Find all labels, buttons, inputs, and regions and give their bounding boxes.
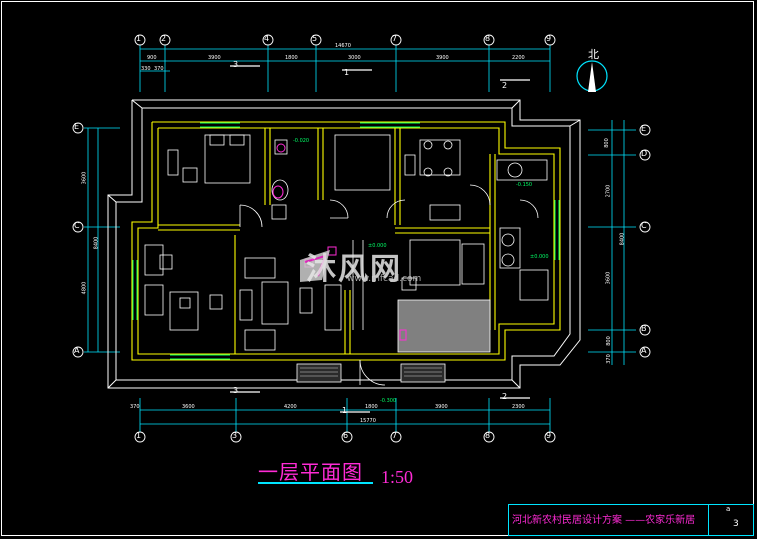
drawing-scale: 1:50 <box>381 467 414 487</box>
watermark-text: 沐风网 <box>306 252 402 287</box>
section-marks <box>230 65 530 413</box>
planter-hatch <box>300 367 442 377</box>
section-label-bottom-1: 3 <box>233 386 239 395</box>
elevation-5: -0.300 <box>380 398 397 404</box>
stair-hatch-area <box>397 299 491 353</box>
elevation-2: ±0.000 <box>368 243 387 249</box>
elevation-4: ±0.000 <box>530 254 549 260</box>
roof-eave-outline <box>107 99 581 389</box>
top-dimension-lines <box>139 45 551 92</box>
axis-left-A: A <box>74 346 80 355</box>
elevation-3: -0.150 <box>516 182 533 188</box>
title-block-project-name: 河北新农村民居设计方案 ——农家乐新居 <box>512 515 696 526</box>
dim-top-small-1: 330 <box>141 66 151 72</box>
section-label-top-3: 2 <box>502 81 508 90</box>
dim-left-seg-1: 3600 <box>81 171 88 185</box>
north-label: 北 <box>588 48 599 61</box>
axis-top-4: 5 <box>312 34 318 43</box>
axis-top-6: 8 <box>485 34 491 43</box>
title-block-sheet-mark: a <box>726 505 731 513</box>
dim-left-seg-2: 4800 <box>81 281 88 295</box>
axis-bottom-4: 7 <box>392 431 398 440</box>
drawing-title: 一层平面图 <box>258 460 363 484</box>
dim-left-total: 8400 <box>93 236 100 250</box>
bottom-dimension-lines <box>139 398 551 432</box>
axis-bubbles-top <box>134 34 556 46</box>
dim-bottom-total: 15770 <box>360 418 376 424</box>
axis-bottom-2: 3 <box>232 431 238 440</box>
dim-right-total: 8400 <box>619 232 626 246</box>
dim-right-seg-1: 800 <box>603 138 610 148</box>
axis-top-5: 7 <box>392 34 398 43</box>
side-dimension-lines <box>84 120 636 365</box>
axis-top-3: 4 <box>264 34 270 43</box>
watermark-subtext: www.mfcad.com <box>347 274 422 284</box>
dim-bottom-seg-5: 3900 <box>435 404 448 410</box>
axis-right-D: D <box>641 149 648 158</box>
dim-right-seg-4: 800 <box>605 336 612 346</box>
axis-left-C: C <box>74 221 80 230</box>
dim-bottom-seg-3: 4200 <box>284 404 297 410</box>
axis-right-E: E <box>641 124 647 133</box>
axis-top-2: 2 <box>161 34 167 43</box>
dim-top-seg-1: 900 <box>147 55 157 61</box>
section-label-bottom-3: 2 <box>502 392 508 401</box>
axis-right-A: A <box>641 346 647 355</box>
exterior-walls <box>131 121 561 361</box>
dim-right-seg-5: 370 <box>605 354 612 364</box>
axis-right-C: C <box>641 221 647 230</box>
dim-right-seg-3: 3600 <box>605 271 612 285</box>
entry-planters <box>296 363 446 383</box>
dim-top-seg-6: 2200 <box>512 55 525 61</box>
dim-bottom-seg-1: 370 <box>130 404 140 410</box>
dim-top-seg-2: 3900 <box>208 55 221 61</box>
dim-top-seg-4: 3000 <box>348 55 361 61</box>
dim-bottom-seg-4: 1800 <box>365 404 378 410</box>
dim-top-small-2: 370 <box>154 66 164 72</box>
fixture-accents <box>272 143 407 341</box>
title-block <box>508 504 754 536</box>
dim-top-seg-5: 3900 <box>436 55 449 61</box>
dim-bottom-seg-2: 3600 <box>182 404 195 410</box>
dim-top-seg-3: 1800 <box>285 55 298 61</box>
axis-bottom-5: 8 <box>485 431 491 440</box>
drawing-title-underline <box>258 482 373 484</box>
axis-bottom-6: 9 <box>546 431 552 440</box>
title-block-sheet-number: 3 <box>733 519 739 529</box>
furniture <box>144 134 549 351</box>
axis-bottom-3: 6 <box>343 431 349 440</box>
dim-right-seg-2: 2700 <box>605 184 612 198</box>
section-label-bottom-2: 1 <box>342 406 348 415</box>
axis-top-1: 1 <box>136 34 142 43</box>
section-label-top-2: 1 <box>344 68 350 77</box>
dim-top-total: 14670 <box>335 43 351 49</box>
axis-bubbles-bottom <box>134 431 556 443</box>
axis-bubbles-sides <box>72 122 651 358</box>
elevation-1: -0.020 <box>293 138 310 144</box>
interior-walls <box>158 128 496 354</box>
axis-left-E: E <box>74 122 80 131</box>
windows <box>132 122 560 360</box>
axis-bottom-1: 1 <box>136 431 142 440</box>
door-swings <box>239 184 539 386</box>
title-block-divider <box>708 504 709 536</box>
axis-right-B: B <box>641 324 647 333</box>
north-arrow <box>576 60 608 92</box>
dim-bottom-seg-6: 2300 <box>512 404 525 410</box>
section-label-top-1: 3 <box>233 60 239 69</box>
axis-top-7: 9 <box>546 34 552 43</box>
watermark-logo-icon <box>300 250 330 282</box>
